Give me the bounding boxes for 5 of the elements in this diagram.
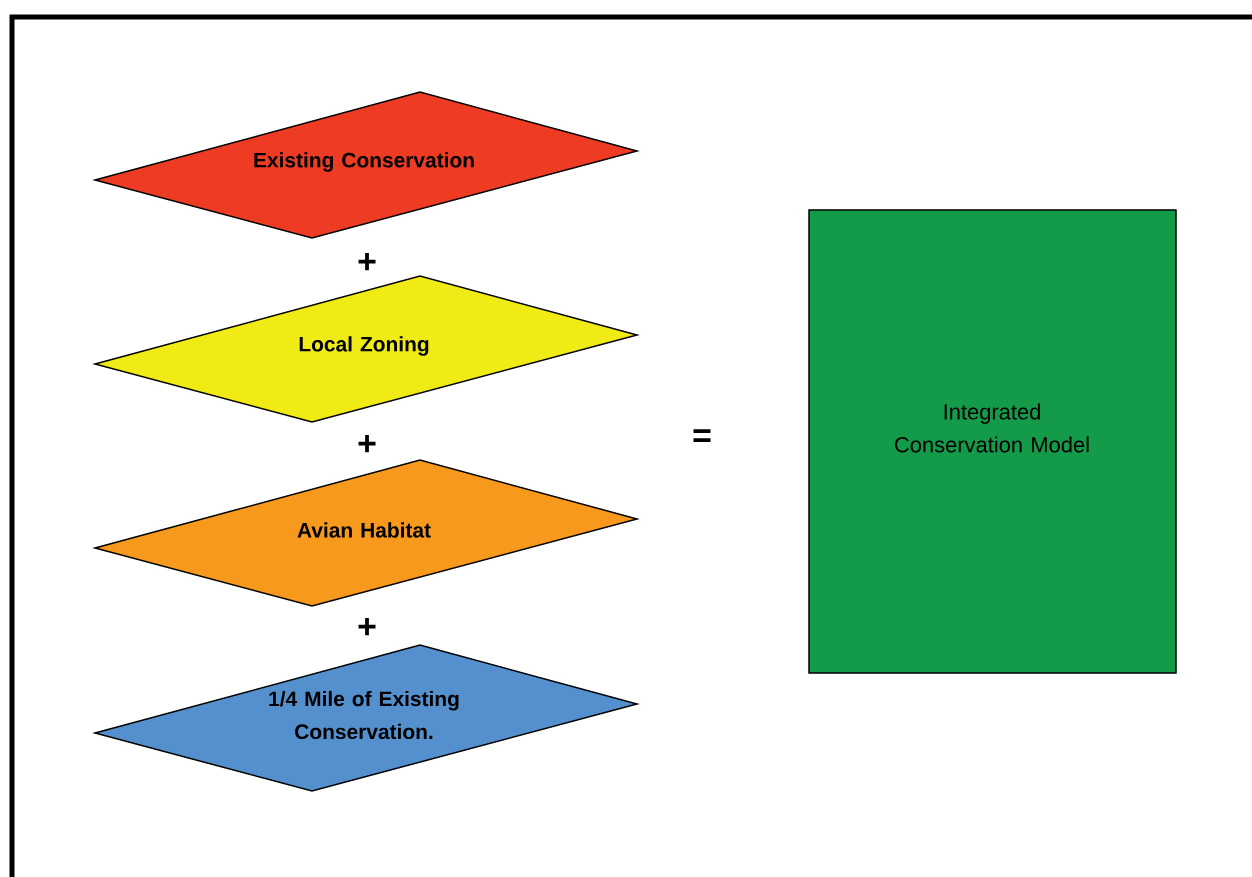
process-box: Integrated Conservation Model [808, 209, 1177, 674]
operator-symbol: + [358, 253, 376, 271]
operator-symbol: = [693, 429, 711, 442]
operator-symbol: + [358, 435, 376, 453]
operator-symbol: + [358, 618, 376, 636]
